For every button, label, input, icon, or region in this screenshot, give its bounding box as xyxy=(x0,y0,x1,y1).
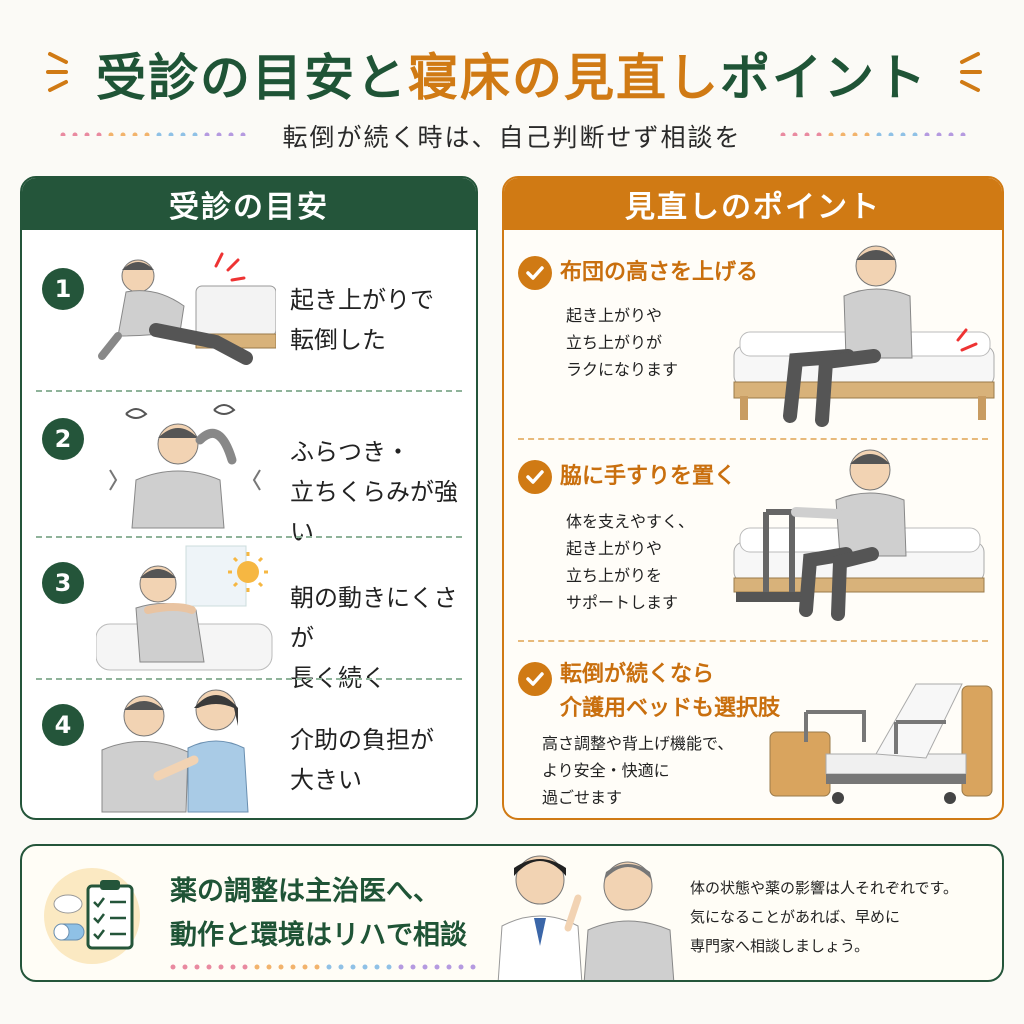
guide-number-2: 2 xyxy=(42,418,84,460)
clipboard-icon xyxy=(86,880,134,950)
review-point-1: 布団の高さを上げる 起き上がりや 立ち上がりが ラクになります xyxy=(504,230,1002,438)
consultation-guide-heading: 受診の目安 xyxy=(22,178,476,230)
subtitle-dots-left xyxy=(60,132,246,136)
review-desc-3: 高さ調整や背上げ機能で、 より安全・快適に 過ごせます xyxy=(542,734,734,807)
caregiver-assist-illustration xyxy=(101,689,249,813)
sparkle-icon xyxy=(960,52,982,92)
review-title-2: 脇に手すりを置く xyxy=(560,464,737,489)
dizzy-man-illustration xyxy=(109,404,261,529)
bed-review-panel: 見直しのポイント 布団の高さを上げる 起き上がりや 立ち上がりが ラクになります xyxy=(502,176,1004,820)
review-desc-2: 体を支えやすく、 起き上がりや 立ち上がりを サポートします xyxy=(566,512,695,612)
guide-number-4: 4 xyxy=(42,704,84,746)
subtitle-dots-right xyxy=(780,132,966,136)
review-title-1: 布団の高さを上げる xyxy=(560,260,759,285)
bed-handrail-illustration xyxy=(733,449,985,621)
title-part1: 受診の目安と xyxy=(96,49,408,107)
guide-item-1: 1 起き上がりで 転倒した xyxy=(22,230,476,390)
guide-item-2: 2 ふらつき・ 立ちくらみが強い xyxy=(22,392,476,546)
consult-message: 薬の調整は主治医へ、 動作と環境はリハで相談 xyxy=(170,876,467,951)
stiff-morning-man-illustration xyxy=(96,545,273,671)
guide-text-1: 起き上がりで 転倒した xyxy=(290,286,434,354)
guide-text-2: ふらつき・ 立ちくらみが強い xyxy=(290,438,458,546)
guide-number-3: 3 xyxy=(42,562,84,604)
guide-item-4: 4 介助の負担が 大きい xyxy=(22,680,476,818)
consultation-guide-panel: 受診の目安 1 起き上がりで 転倒した 2 xyxy=(20,176,478,820)
review-point-3: 転倒が続くなら 介護用ベッドも選択肢 高さ調整や背上げ機能で、 より安全・快適に… xyxy=(504,642,1002,818)
review-desc-1: 起き上がりや 立ち上がりが ラクになります xyxy=(566,306,679,379)
check-icon xyxy=(518,460,552,494)
guide-item-3: 3 朝の動きにくさが 長く続く xyxy=(22,538,476,692)
review-point-2: 脇に手すりを置く 体を支えやすく、 起き上がりや 立ち上がりを サポートします xyxy=(504,440,1002,640)
bed-review-heading: 見直しのポイント xyxy=(504,178,1002,230)
guide-text-4: 介助の負担が 大きい xyxy=(290,726,434,794)
divider xyxy=(36,390,462,392)
banner-dots xyxy=(170,964,476,970)
divider xyxy=(36,536,462,538)
medicine-icon-badge xyxy=(44,868,140,964)
title-part3: ポイント xyxy=(720,49,928,107)
divider xyxy=(518,640,988,642)
pill-icon xyxy=(53,894,85,941)
consult-note: 体の状態や薬の影響は人それぞれです。 気になることがあれば、早めに 専門家へ相談… xyxy=(690,879,959,955)
sun-icon xyxy=(228,552,268,592)
divider xyxy=(518,438,988,440)
page-title: 受診の目安と寝床の見直しポイント xyxy=(0,38,1024,110)
review-title-3: 転倒が続くなら 介護用ベッドも選択肢 xyxy=(560,662,781,721)
consult-banner: 薬の調整は主治医へ、 動作と環境はリハで相談 体の状態や薬の影響は人それぞれです… xyxy=(20,844,1004,982)
doctor-and-patient-illustration xyxy=(497,855,675,980)
check-icon xyxy=(518,256,552,290)
fallen-man-illustration xyxy=(98,252,276,365)
page-subtitle: 転倒が続く時は、自己判断せず相談を xyxy=(282,123,742,152)
title-part2: 寝床の見直し xyxy=(408,49,720,107)
care-bed-illustration xyxy=(769,683,993,804)
guide-number-1: 1 xyxy=(42,268,84,310)
raised-futon-illustration xyxy=(733,245,995,427)
check-icon xyxy=(518,662,552,696)
divider xyxy=(36,678,462,680)
sparkle-icon xyxy=(46,52,68,92)
